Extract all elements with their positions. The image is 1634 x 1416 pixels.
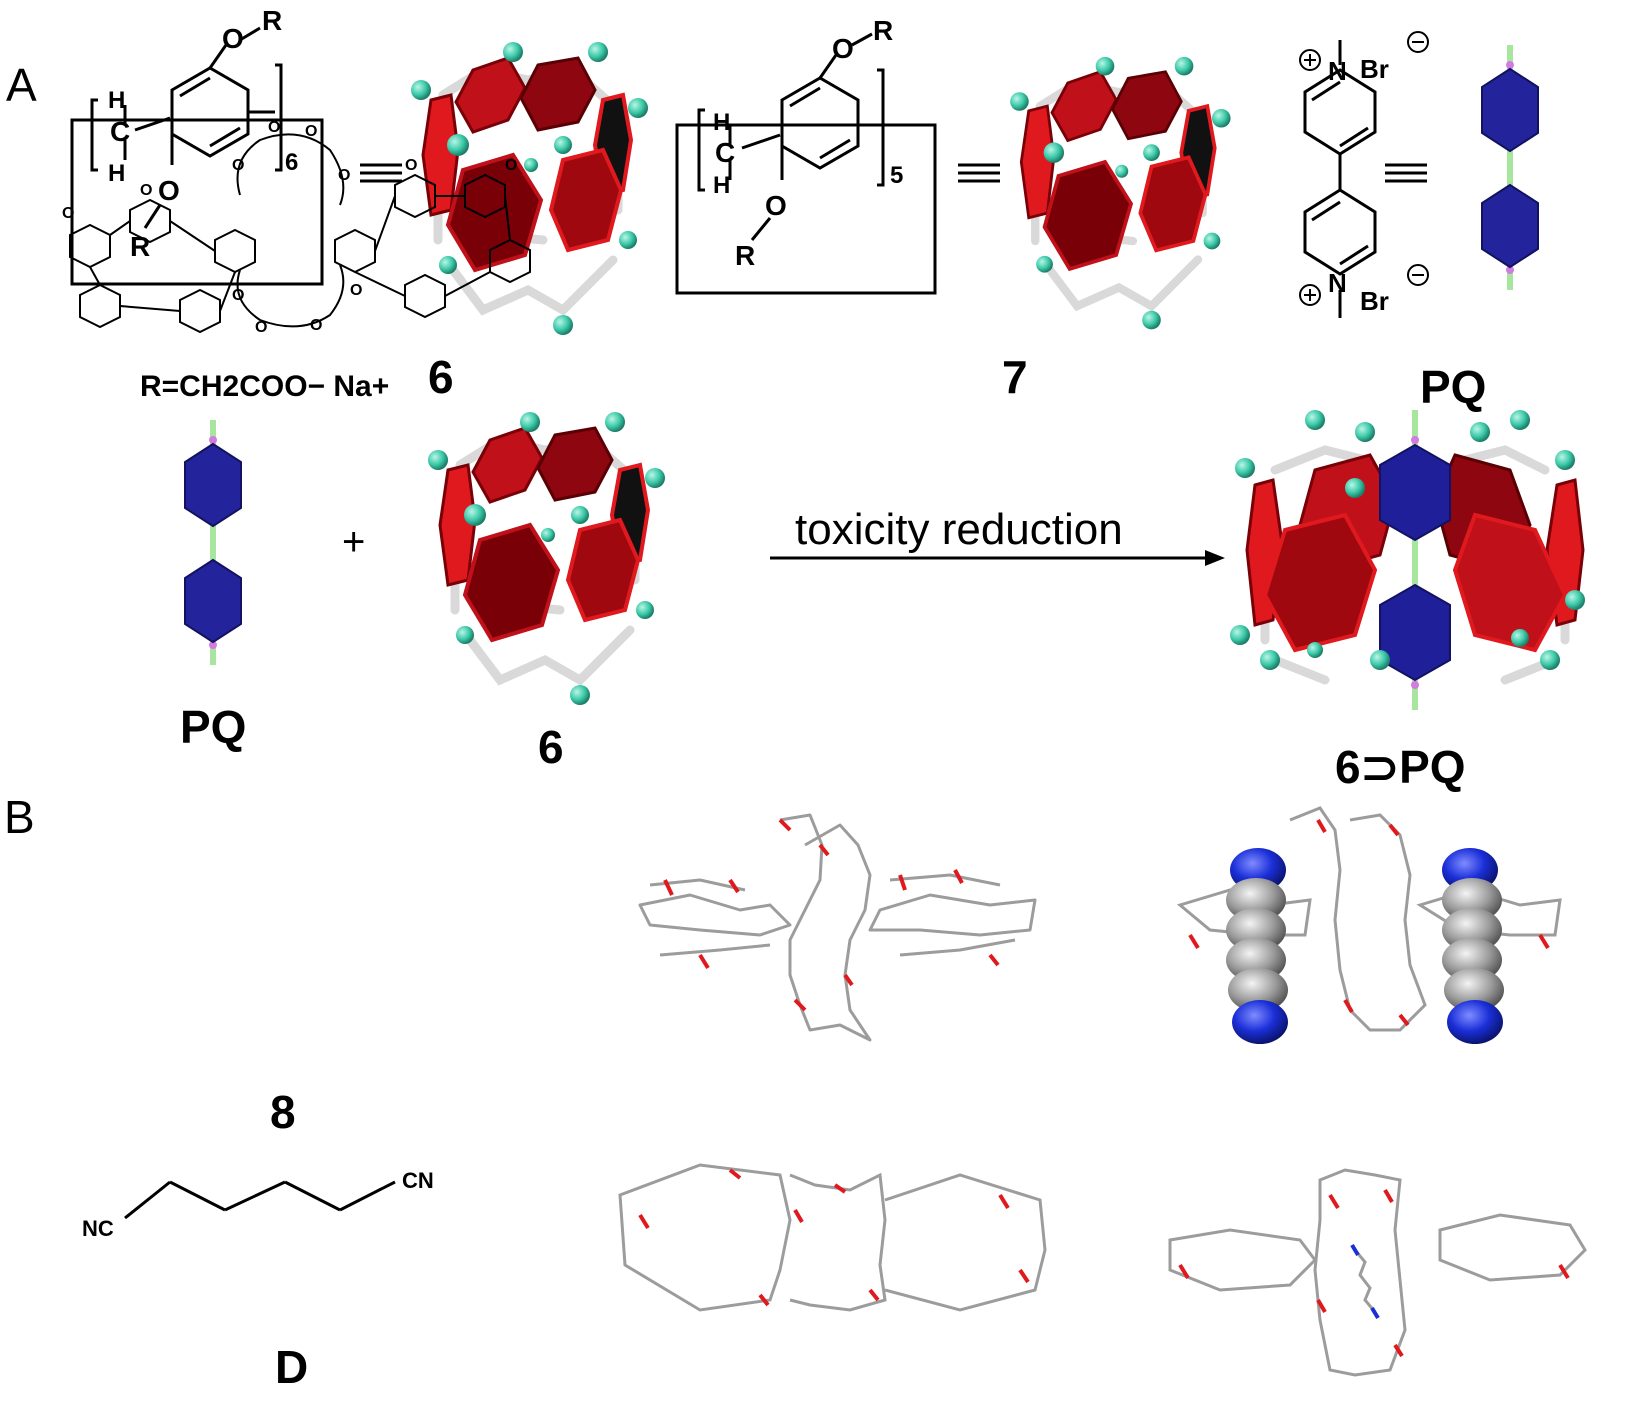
atom-n: N [1328,56,1347,86]
compound-8-structure [69,133,531,334]
compound-d-structure [124,1180,396,1220]
atom-br: Br [1360,54,1389,84]
compound-label-6-top: 6 [428,351,454,403]
atom-r: R [262,5,282,36]
atom-o: O [268,119,280,136]
crystal-oxygen-markers-open [638,1168,1030,1307]
compound-label-6-bottom: 6 [538,721,564,773]
atom-o: O [338,167,350,184]
crystal-structure-8-with-guest [1176,806,1562,1044]
atom-o: O [140,182,152,199]
pillar6-3d-model-bottom [428,412,665,705]
plus-sign: + [342,520,366,564]
paraquat-3d-model-top [1482,45,1538,290]
pillar6-2d-labels: H C H O R O R 6 [108,5,298,262]
panel-label-b: B [4,791,35,843]
ring-count-subscript: 5 [890,162,903,189]
paraquat-2d-structure [1303,40,1377,318]
ring-count-subscript: 6 [285,149,298,176]
atom-o: O [310,317,322,334]
atom-cn: CN [402,1168,434,1193]
atom-o: O [158,175,180,206]
crystal-structure-8-with-d [1168,1168,1587,1377]
atom-h: H [713,109,730,136]
atom-h: H [108,87,125,114]
atom-o: O [405,157,417,174]
atom-o: O [62,205,74,222]
atom-r: R [735,240,755,271]
crystal-oxygen-markers-d [1178,1188,1570,1358]
atom-r: R [130,231,150,262]
atom-o: O [222,23,244,54]
crystal-guest-d [1353,1249,1377,1313]
crystal-d-nitrogen-markers [1350,1243,1380,1320]
crystal-structure-8 [638,813,1037,1042]
compound-8-oxygen-labels: O O O O O O O O O O O O [62,119,517,336]
compound-label-complex: 6⊃PQ [1335,741,1466,793]
panel-label-a: A [6,59,37,111]
pillar5-2d-labels: H C H O R O R 5 [713,15,903,271]
atom-n: N [1328,268,1347,298]
compound-label-pq-bottom: PQ [180,701,247,753]
atom-c: C [715,137,735,168]
atom-o: O [255,319,267,336]
atom-nc: NC [82,1216,114,1241]
atom-o: O [232,287,244,304]
atom-o: O [505,157,517,174]
paraquat-2d-labels: N Br N Br [1328,54,1389,316]
atom-o: O [765,190,787,221]
pillar6-3d-model-top [411,42,648,335]
atom-o: O [832,33,854,64]
equivalence-sign-1 [360,163,402,183]
atom-o: O [350,282,362,299]
atom-h: H [108,160,125,187]
atom-r: R [873,15,893,46]
compound-d-labels: NC CN [82,1168,434,1241]
atom-c: C [110,116,130,147]
pillar5-3d-model [1010,57,1230,329]
charge-symbols [1299,31,1429,306]
atom-h: H [713,172,730,199]
pillar6-2d-structure [70,26,324,286]
compound-label-7: 7 [1002,351,1028,403]
arrow-label: toxicity reduction [795,505,1123,554]
crystal-oxygen-markers-8 [663,818,1000,1012]
crystal-structure-8-open [618,1163,1047,1312]
compound-label-8: 8 [270,1086,296,1138]
r-group-definition: R=CH2COO− Na+ [140,370,390,403]
reaction-arrow [770,550,1225,566]
compound-label-pq-top: PQ [1420,361,1487,413]
equivalence-sign-2 [958,163,1000,183]
complex-3d-model [1230,410,1585,710]
paraquat-3d-model-bottom [185,420,241,665]
equivalence-sign-3 [1385,163,1427,183]
compound-label-d: D [275,1341,309,1393]
atom-o: O [232,157,244,174]
pillar5-2d-structure [675,32,937,295]
atom-o: O [305,123,317,140]
atom-br: Br [1360,286,1389,316]
